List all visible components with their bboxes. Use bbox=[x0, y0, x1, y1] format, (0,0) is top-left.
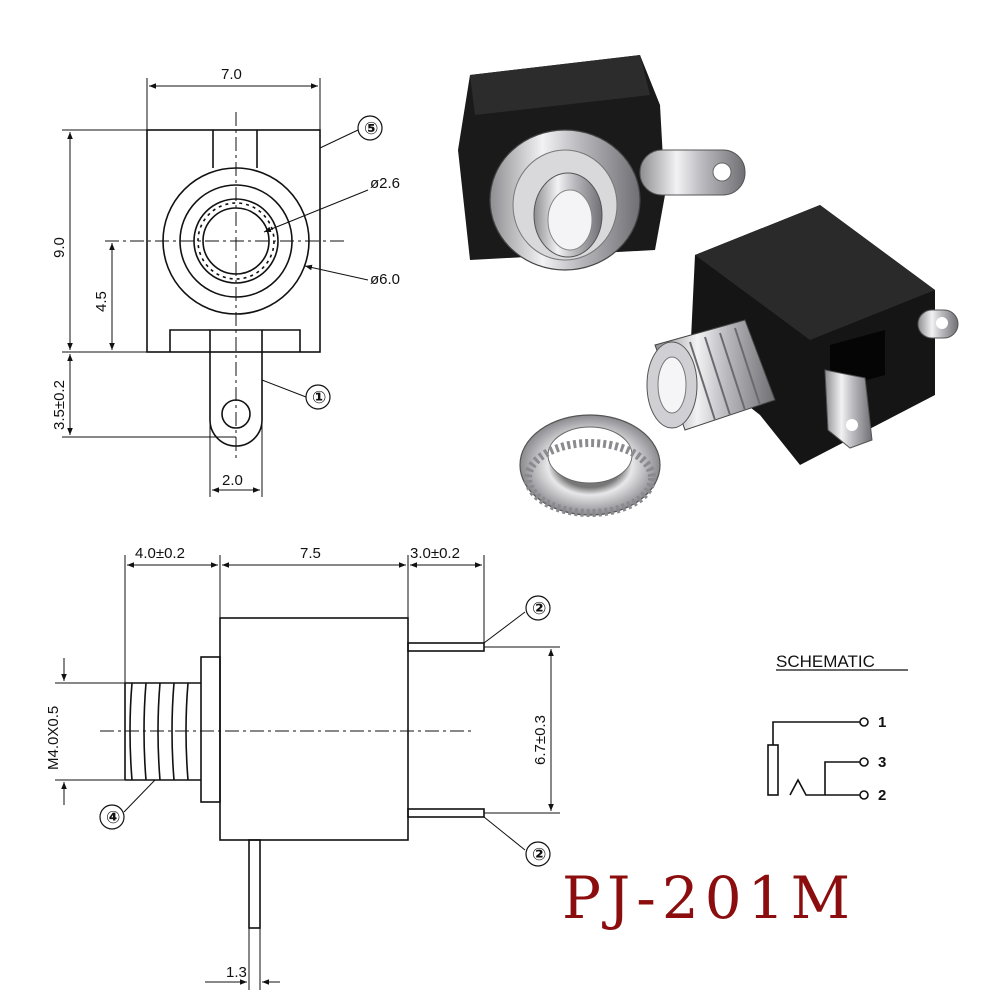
callout-2-top: ② bbox=[532, 599, 546, 619]
schematic-title: SCHEMATIC bbox=[776, 652, 875, 671]
schematic-pin-1: 1 bbox=[878, 714, 886, 731]
dim-bottom-pin-width: 1.3 bbox=[226, 964, 247, 981]
dim-lug-width: 2.0 bbox=[222, 472, 243, 489]
dim-pin-length: 3.0±0.2 bbox=[410, 545, 460, 562]
dim-lug-length: 3.5±0.2 bbox=[51, 380, 68, 430]
side-pin-top bbox=[407, 642, 485, 652]
front-top-slot bbox=[212, 130, 258, 168]
front-photo-lug-hole bbox=[712, 162, 732, 182]
dim-thread-spec: M4.0X0.5 bbox=[45, 706, 62, 770]
dim-width: 7.0 bbox=[221, 66, 242, 83]
product-photo-nut bbox=[519, 414, 661, 517]
dim-center-height: 4.5 bbox=[93, 291, 110, 312]
front-body-outline bbox=[146, 129, 321, 353]
side-view-drawing bbox=[55, 555, 560, 990]
callout-1: ① bbox=[312, 388, 326, 408]
product-name: PJ-201M bbox=[562, 864, 856, 932]
angled-photo-bottom-lug bbox=[824, 369, 873, 449]
dim-outer-diameter: ø6.0 bbox=[370, 271, 400, 288]
side-pin-bottom bbox=[407, 808, 485, 818]
callout-5: ⑤ bbox=[364, 119, 378, 139]
schematic-symbol bbox=[767, 717, 869, 800]
front-photo-lug bbox=[639, 149, 746, 196]
front-view-drawing bbox=[62, 78, 383, 497]
callout-2-bottom: ② bbox=[532, 845, 546, 865]
side-body-outline bbox=[219, 617, 409, 841]
dim-pin-spacing: 6.7±0.3 bbox=[532, 715, 549, 765]
callout-4: ④ bbox=[106, 808, 120, 828]
side-flange bbox=[200, 656, 221, 803]
side-pin-down bbox=[248, 839, 261, 929]
schematic-pin-2: 2 bbox=[878, 787, 886, 804]
product-photo-jack-angled bbox=[646, 205, 959, 465]
dim-thread-length: 4.0±0.2 bbox=[135, 545, 185, 562]
dim-inner-diameter: ø2.6 bbox=[370, 175, 400, 192]
product-photo-jack-front bbox=[458, 55, 746, 271]
callout-circle-5 bbox=[357, 115, 383, 141]
schematic-pin-3: 3 bbox=[878, 754, 886, 771]
callout-circle-1 bbox=[305, 384, 331, 410]
front-bottom-ledge bbox=[169, 329, 301, 352]
dim-height: 9.0 bbox=[51, 237, 68, 258]
schematic-sleeve bbox=[767, 744, 779, 796]
dim-body-length: 7.5 bbox=[300, 545, 321, 562]
